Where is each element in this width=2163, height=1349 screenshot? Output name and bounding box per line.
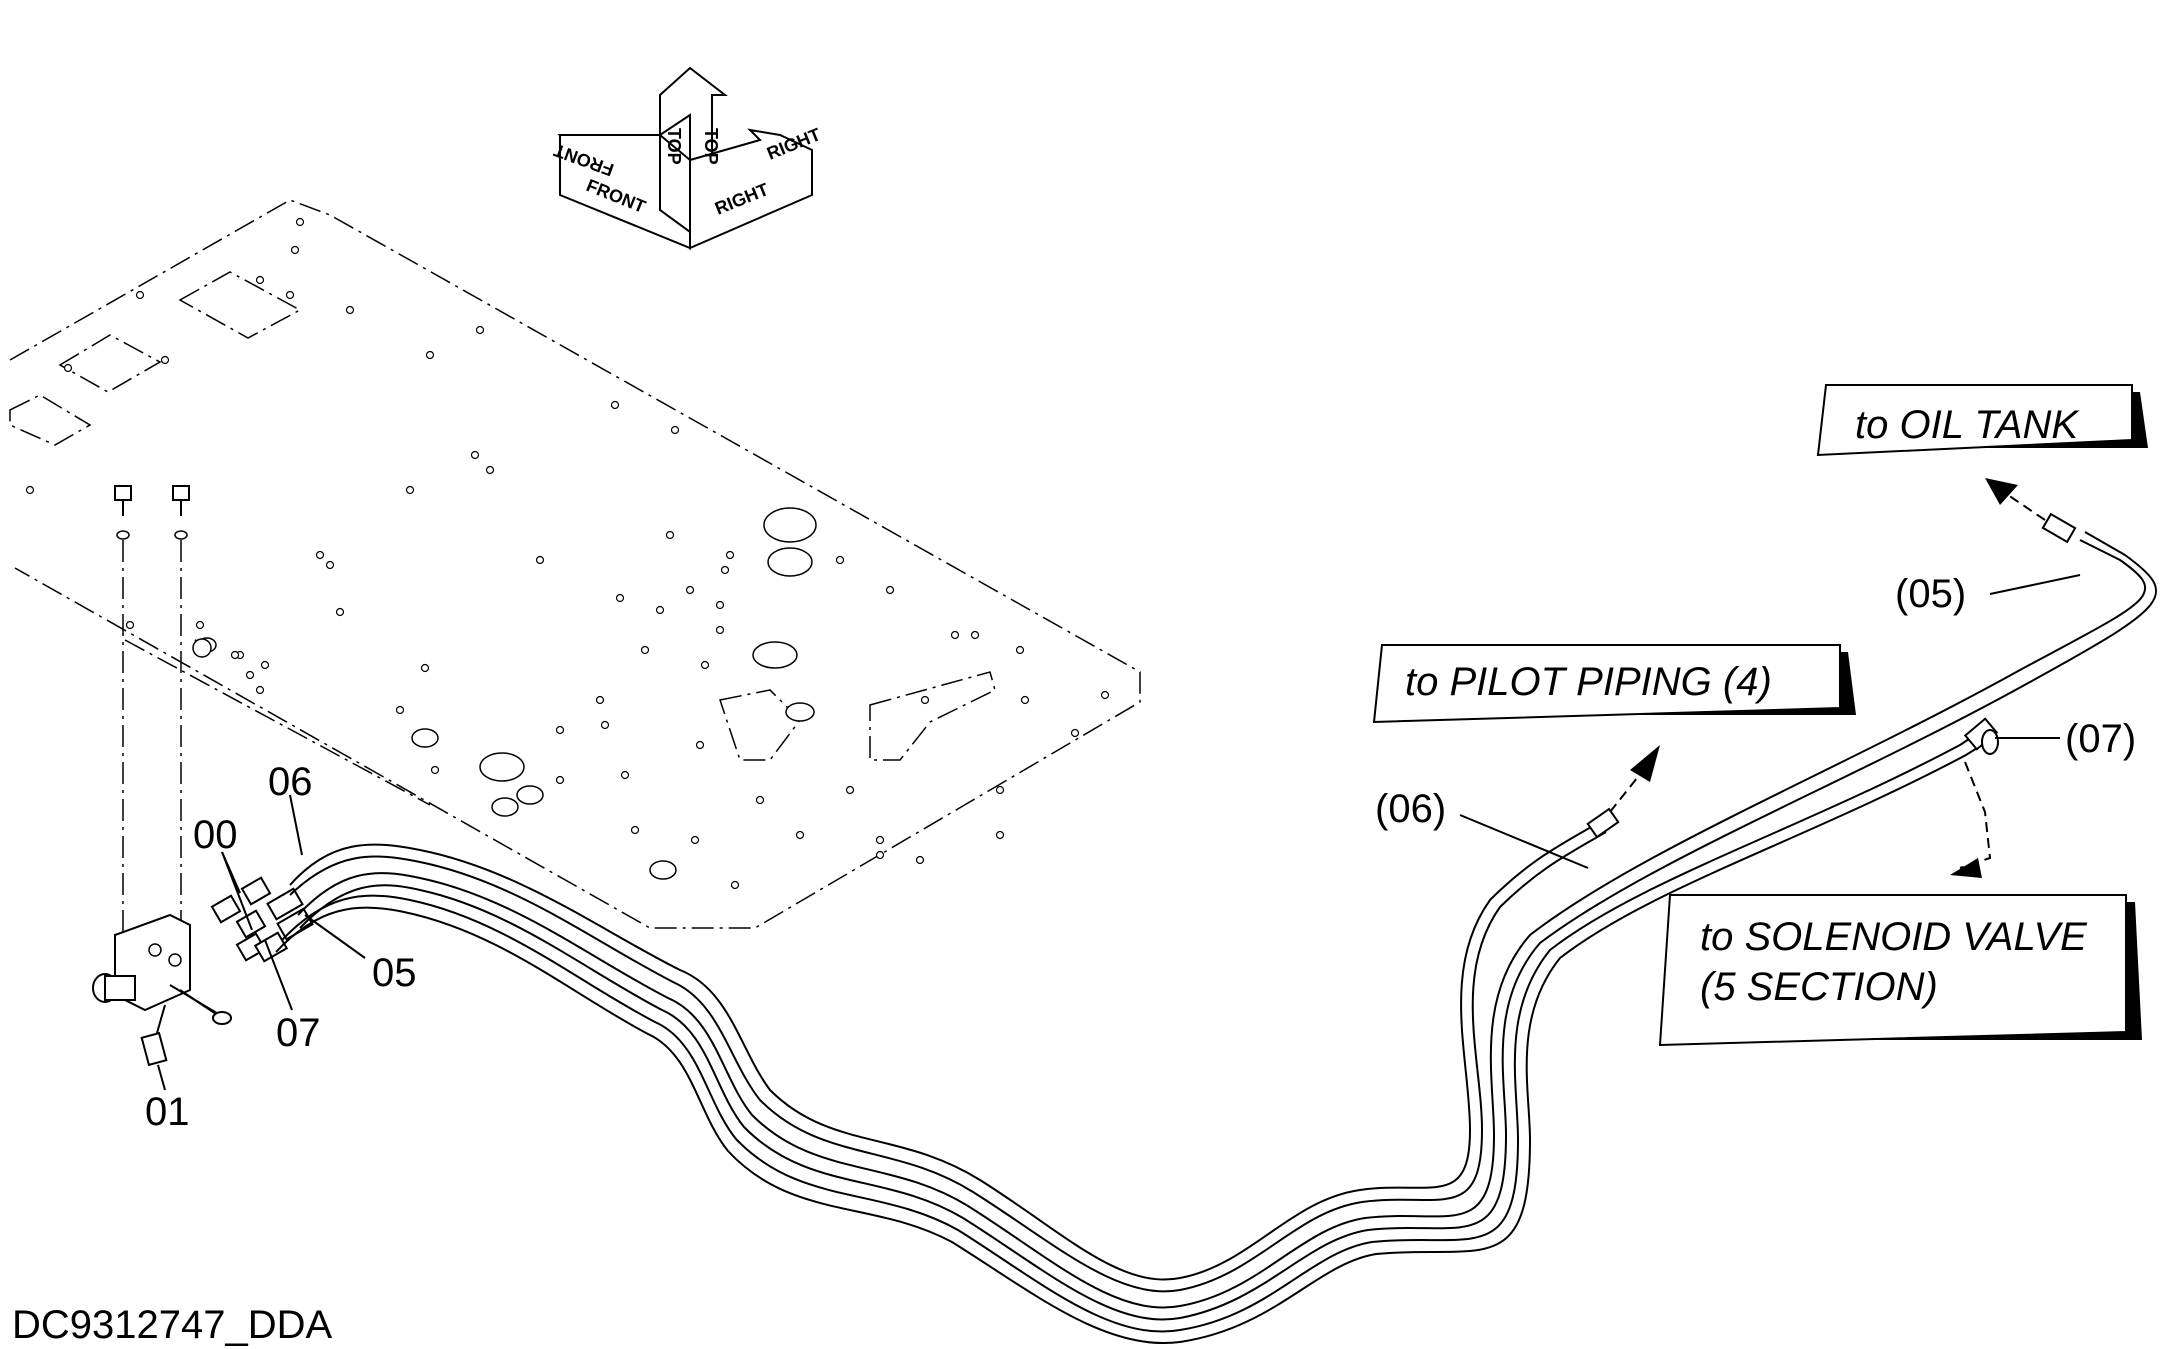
orientation-top-label: TOP xyxy=(664,128,684,165)
callout-pilot-piping: to PILOT PIPING (4) xyxy=(1372,644,1856,724)
valve-fittings xyxy=(210,876,314,963)
arrow-to-oil-tank xyxy=(1985,478,2018,505)
callout-pilot-piping-text: to PILOT PIPING (4) xyxy=(1405,660,1772,704)
arrow-to-solenoid-valve xyxy=(1950,858,1982,878)
plate-hole xyxy=(752,641,798,669)
mounting-bolts xyxy=(114,485,212,935)
part-label-00: 00 xyxy=(193,813,238,857)
valve-block xyxy=(92,913,232,1067)
plate-hole xyxy=(479,752,525,782)
plate-hole xyxy=(491,797,519,817)
part-label-05: 05 xyxy=(372,951,417,995)
leader-lines xyxy=(157,574,2081,1091)
plate-hole xyxy=(785,702,815,722)
hose-07 xyxy=(281,734,1976,1333)
floor-plate xyxy=(9,199,1141,929)
part-label-07: 07 xyxy=(276,1011,321,1055)
hose-bundle xyxy=(275,512,2158,1345)
orientation-indicator: TOP TOP FRONT FRONT RIGHT RIGHT xyxy=(551,66,823,251)
part-label-ref-06: (06) xyxy=(1375,787,1446,831)
flow-arrows xyxy=(1609,478,2046,878)
part-label-06: 06 xyxy=(268,760,313,804)
hose-06 xyxy=(289,821,1601,1281)
part-label-ref-05: (05) xyxy=(1895,572,1966,616)
hose-07-outer xyxy=(275,744,1983,1345)
plate-hole xyxy=(411,728,439,748)
part-label-01: 01 xyxy=(145,1090,190,1134)
document-id: DC9312747_DDA xyxy=(12,1303,333,1347)
hose-05 xyxy=(297,539,2147,1309)
part-label-ref-07: (07) xyxy=(2065,717,2136,761)
hose-06-outer xyxy=(289,831,1607,1293)
callout-oil-tank-text: to OIL TANK xyxy=(1855,403,2080,447)
plate-hole xyxy=(767,547,813,577)
callout-solenoid-line2: (5 SECTION) xyxy=(1700,965,1938,1009)
hose-05-outer xyxy=(299,531,2158,1321)
callout-solenoid-valve: to SOLENOID VALVE (5 SECTION) xyxy=(1658,894,2142,1047)
arrow-to-pilot-piping xyxy=(1630,745,1660,782)
callout-oil-tank: to OIL TANK xyxy=(1816,384,2148,457)
callout-solenoid-line1: to SOLENOID VALVE xyxy=(1700,915,2088,959)
plate-hole xyxy=(649,860,677,880)
plate-hole xyxy=(763,507,817,543)
orientation-top-label-mirror: TOP xyxy=(701,128,721,165)
plate-hole xyxy=(516,785,544,805)
